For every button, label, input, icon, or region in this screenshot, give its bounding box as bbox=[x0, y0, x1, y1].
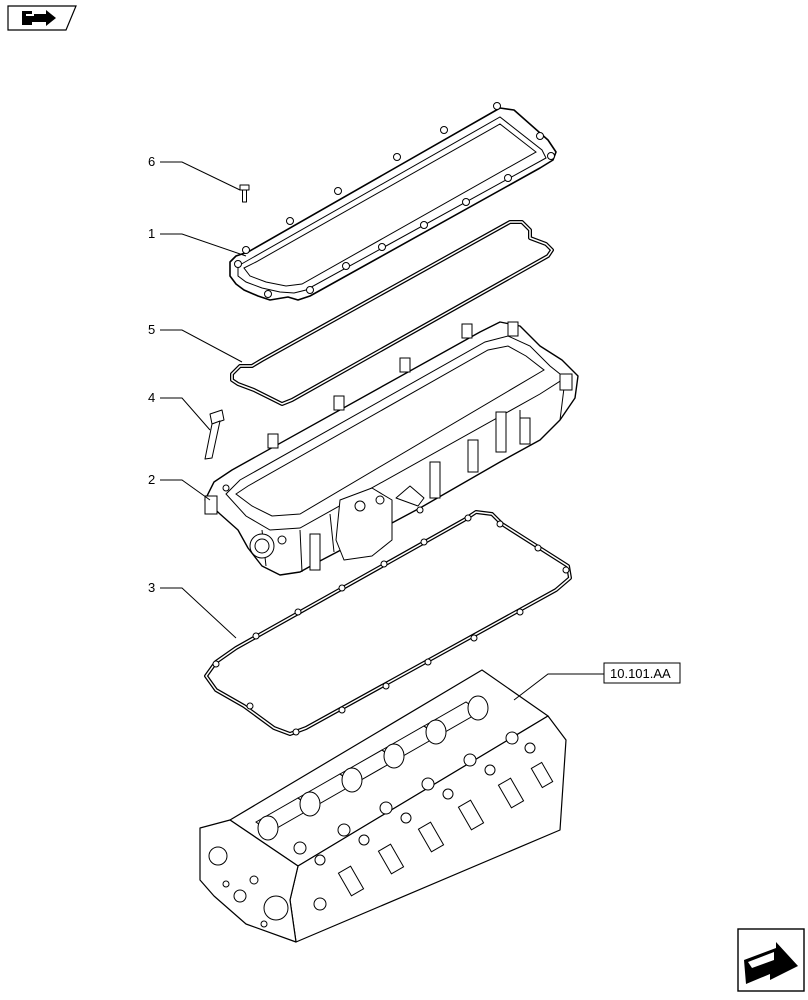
svg-text:5: 5 bbox=[148, 322, 155, 337]
previous-page-arrow-icon bbox=[22, 10, 56, 26]
svg-text:2: 2 bbox=[148, 472, 155, 487]
callout-3[interactable]: 3 bbox=[148, 580, 155, 595]
reference-link-10-101-aa[interactable]: 10.101.AA bbox=[603, 662, 681, 684]
callout-6[interactable]: 6 bbox=[148, 154, 155, 169]
part-4-bolt bbox=[204, 409, 225, 460]
svg-text:3: 3 bbox=[148, 580, 155, 595]
svg-text:1: 1 bbox=[148, 226, 155, 241]
next-page-button[interactable] bbox=[737, 928, 805, 992]
next-page-arrow-icon bbox=[744, 942, 798, 984]
previous-page-button[interactable] bbox=[7, 5, 77, 31]
leader-lines bbox=[160, 161, 604, 701]
part-2-carrier-housing bbox=[204, 321, 579, 576]
callout-2[interactable]: 2 bbox=[148, 472, 155, 487]
svg-text:4: 4 bbox=[148, 390, 155, 405]
part-5-upper-gasket bbox=[230, 220, 554, 406]
svg-text:6: 6 bbox=[148, 154, 155, 169]
part-6-screw bbox=[239, 184, 250, 203]
callout-1[interactable]: 1 bbox=[148, 226, 155, 241]
callout-4[interactable]: 4 bbox=[148, 390, 155, 405]
callout-5[interactable]: 5 bbox=[148, 322, 155, 337]
svg-text:10.101.AA: 10.101.AA bbox=[610, 666, 671, 681]
part-3-lower-gasket bbox=[204, 510, 572, 736]
cylinder-head bbox=[199, 669, 567, 943]
part-1-cover bbox=[229, 102, 557, 301]
